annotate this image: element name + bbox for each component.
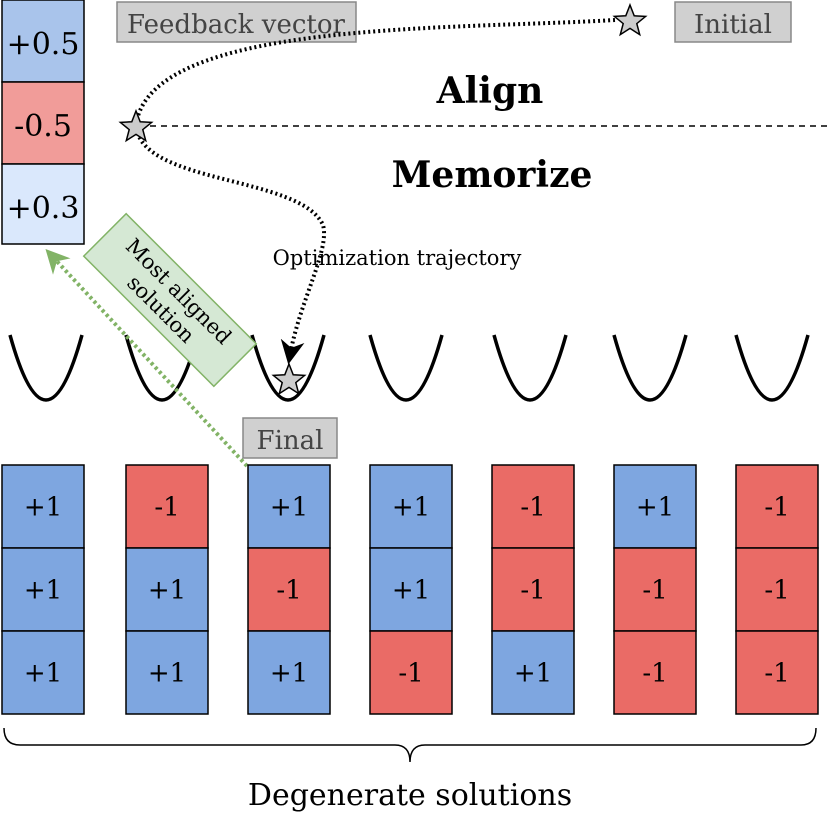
solution-cell-label: +1 [270,493,308,523]
solution-cell [735,630,819,715]
solution-cell-label: +1 [24,576,62,606]
solution-column: -1 +1 +1 [125,464,209,715]
solution-cell-label: -1 [520,493,545,523]
basin-1 [8,334,84,402]
solution-cell-label: +1 [636,493,674,523]
solution-cell [125,464,209,549]
basin-7 [734,334,810,402]
loss-basins [8,334,810,402]
degenerate-label: Degenerate solutions [248,778,572,813]
memorize-heading: Memorize [392,154,593,196]
solution-cell-label: +1 [24,493,62,523]
basin-4 [368,334,444,402]
feedback-label: Feedback vector [127,10,345,40]
solution-cell-label: +1 [392,493,430,523]
solutions-grid: +1+1+1-1+1+1+1-1+1+1+1-1-1-1+1+1-1-1-1-1… [1,464,819,715]
trajectory-path [133,18,616,365]
solution-column: +1 +1 -1 [369,464,453,715]
solution-cell [125,547,209,632]
solution-cell [735,464,819,549]
solution-cell [1,464,85,549]
final-label: Final [257,426,324,456]
basin-5 [492,334,568,402]
solution-cell-label: +1 [392,576,430,606]
basin-2 [124,334,200,402]
solution-cell-label: +1 [270,659,308,689]
solution-column: -1 -1 -1 [735,464,819,715]
solution-cell [369,630,453,715]
solution-column: +1 +1 +1 [1,464,85,715]
solution-cell-label: -1 [642,576,667,606]
feedback-vector: +0.5 -0.5 +0.3 [1,0,85,245]
star-icon [612,2,648,37]
feedback-cell-bot [1,163,85,245]
solution-cell-label: -1 [764,576,789,606]
solution-cell-label: -1 [276,576,301,606]
solution-cell-label: -1 [398,659,423,689]
star-icon [118,108,154,143]
feedback-cell-top [1,0,85,83]
solution-cell-label: -1 [642,659,667,689]
most-aligned-callout: Most aligned solution [82,212,258,388]
basin-3 [250,334,326,402]
solution-cell [369,547,453,632]
solution-cell [613,464,697,549]
solution-cell-label: -1 [764,659,789,689]
solution-cell-label: -1 [154,493,179,523]
solution-cell [735,547,819,632]
solution-cell-label: -1 [520,576,545,606]
feedback-label-box [116,1,357,43]
final-label-box [242,417,338,459]
align-heading: Align [436,70,544,112]
solution-cell [491,630,575,715]
solution-cell [247,547,331,632]
solution-cell-label: +1 [148,659,186,689]
solution-cell [1,630,85,715]
initial-label: Initial [694,10,772,40]
initial-label-box [674,1,792,43]
solution-cell [491,464,575,549]
solution-column: +1 -1 +1 [247,464,331,715]
solution-cell-label: -1 [764,493,789,523]
solution-cell [247,464,331,549]
solution-cell [613,547,697,632]
solution-cell-label: +1 [514,659,552,689]
solution-cell [247,630,331,715]
solution-column: -1 -1 +1 [491,464,575,715]
solution-column: +1 -1 -1 [613,464,697,715]
star-icon [271,361,307,396]
trajectory-label: Optimization trajectory [273,246,522,270]
feedback-cell-bot-label: +0.3 [7,191,80,226]
solution-cell-label: +1 [148,576,186,606]
solution-cell-label: +1 [24,659,62,689]
basin-6 [612,334,688,402]
feedback-cell-top-label: +0.5 [7,27,80,62]
solution-cell [613,630,697,715]
solution-cell [1,547,85,632]
solution-cell [125,630,209,715]
solution-cell [369,464,453,549]
feedback-cell-mid [1,81,85,165]
most-aligned-box [82,212,258,388]
feedback-cell-mid-label: -0.5 [14,109,72,144]
degenerate-brace [3,727,817,763]
